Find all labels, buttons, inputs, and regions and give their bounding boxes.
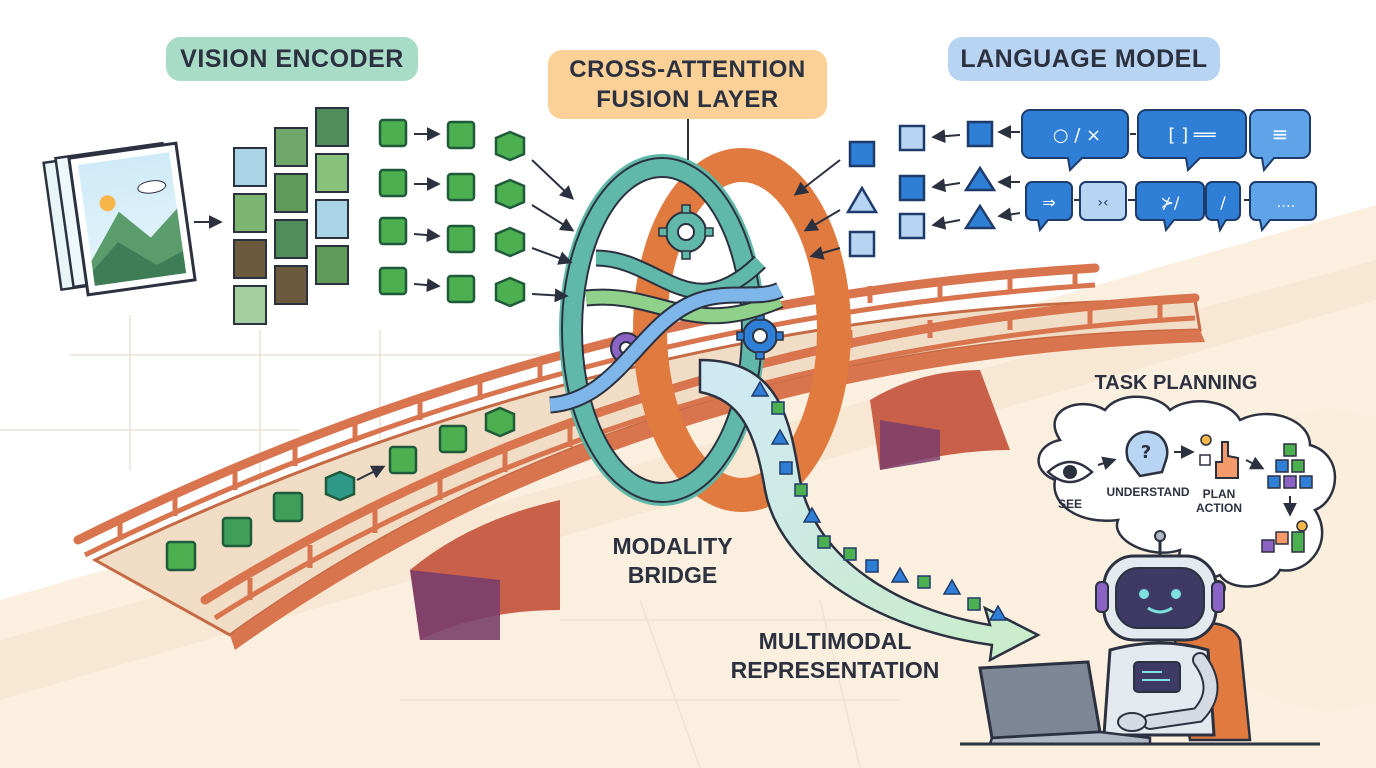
hexagon-token-icon	[494, 276, 526, 308]
chat-bubble-icon: ≡	[1249, 109, 1311, 173]
svg-text:○ / ×: ○ / ×	[1053, 125, 1101, 146]
image-patch-icon	[274, 127, 308, 167]
gear-icon	[736, 312, 784, 360]
triangle-token-icon	[963, 203, 997, 230]
chat-bubble-icon: [ ] ══	[1137, 109, 1247, 173]
chat-bubble-icon: ⇒	[1025, 181, 1073, 233]
task-planning-label: TASK PLANNING	[1094, 372, 1258, 394]
image-patch-icon	[315, 153, 349, 193]
language-model-label: LANGUAGE MODEL	[948, 37, 1220, 81]
svg-text:›‹: ›‹	[1097, 195, 1108, 211]
head-question-icon: ?	[1125, 430, 1169, 478]
chat-bubble-icon: /	[1205, 181, 1241, 233]
cube-token-icon	[272, 491, 304, 523]
image-patch-grid	[233, 107, 349, 325]
laptop-icon	[960, 660, 1320, 746]
svg-text:≡: ≡	[1272, 122, 1289, 146]
triangle-token-icon	[845, 185, 879, 214]
image-patch-icon	[233, 193, 267, 233]
eye-icon	[1046, 460, 1094, 484]
cube-token-icon	[165, 540, 197, 572]
square-token-icon	[898, 124, 926, 152]
square-token-icon	[848, 140, 876, 168]
cube-token-icon	[221, 516, 253, 548]
image-patch-icon	[233, 239, 267, 279]
square-token-icon	[898, 174, 926, 202]
chat-bubble-icon: ○ / ×	[1021, 109, 1129, 173]
cube-token-icon	[378, 266, 408, 296]
vision-encoder-label: VISION ENCODER	[166, 37, 418, 81]
image-patch-icon	[315, 245, 349, 285]
hand-pointer-icon	[1199, 434, 1239, 479]
image-patch-icon	[315, 107, 349, 147]
chat-bubbles: ○ / × [ ] ══ ≡ ⇒ ›‹ ⊁/ /	[1021, 109, 1317, 233]
cube-token-icon	[446, 120, 476, 150]
cube-token-icon	[378, 168, 408, 198]
image-patch-icon	[274, 219, 308, 259]
image-patch-icon	[233, 147, 267, 187]
modality-bridge-label: MODALITY BRIDGE	[612, 533, 733, 588]
hexagon-token-icon	[494, 178, 526, 210]
svg-text:⇒: ⇒	[1042, 193, 1055, 212]
chat-bubble-icon: ⊁/	[1135, 181, 1205, 233]
image-patch-icon	[274, 173, 308, 213]
cube-token-icon	[446, 224, 476, 254]
cube-token-icon	[378, 216, 408, 246]
task-result-icon	[1261, 520, 1308, 553]
see-step-label: SEE	[1057, 497, 1082, 511]
svg-text:?: ?	[1141, 442, 1151, 463]
task-planning-cloud: ?	[1037, 395, 1337, 607]
task-blocks-icon	[1267, 443, 1313, 489]
image-stack-icon	[42, 141, 197, 297]
image-patch-icon	[274, 265, 308, 305]
svg-text:‥‥: ‥‥	[1277, 195, 1296, 211]
square-token-icon	[438, 424, 468, 454]
multimodal-representation-label: MULTIMODAL REPRESENTATION	[730, 628, 940, 683]
fusion-layer-label: CROSS-ATTENTION FUSION LAYER	[548, 50, 827, 119]
hexagon-token-icon	[494, 226, 526, 258]
gear-icon	[658, 204, 714, 260]
image-patch-icon	[315, 199, 349, 239]
vision-tokens	[378, 118, 526, 308]
chat-bubble-icon: ‥‥	[1249, 181, 1317, 233]
language-tokens	[845, 120, 997, 258]
robot-icon	[1095, 530, 1252, 742]
hexagon-token-icon	[324, 470, 356, 502]
hexagon-token-icon	[484, 406, 516, 438]
svg-text:[ ] ══: [ ] ══	[1168, 125, 1216, 146]
multimodal-stream	[698, 358, 1041, 663]
bridge-token-stream	[165, 406, 516, 572]
chat-bubble-icon: ›‹	[1079, 181, 1127, 221]
plan-action-step-label: PLAN ACTION	[1196, 487, 1242, 515]
svg-text:/: /	[1220, 193, 1226, 212]
cube-token-icon	[388, 445, 418, 475]
square-token-icon	[848, 230, 876, 258]
understand-step-label: UNDERSTAND	[1106, 485, 1190, 499]
hexagon-token-icon	[494, 130, 526, 162]
triangle-token-icon	[963, 165, 997, 192]
image-patch-icon	[233, 285, 267, 325]
cube-token-icon	[378, 118, 408, 148]
square-token-icon	[898, 212, 926, 240]
cube-token-icon	[446, 172, 476, 202]
square-token-icon	[966, 120, 994, 148]
svg-text:⊁/: ⊁/	[1161, 193, 1180, 212]
cube-token-icon	[446, 274, 476, 304]
fusion-ring	[548, 118, 851, 512]
